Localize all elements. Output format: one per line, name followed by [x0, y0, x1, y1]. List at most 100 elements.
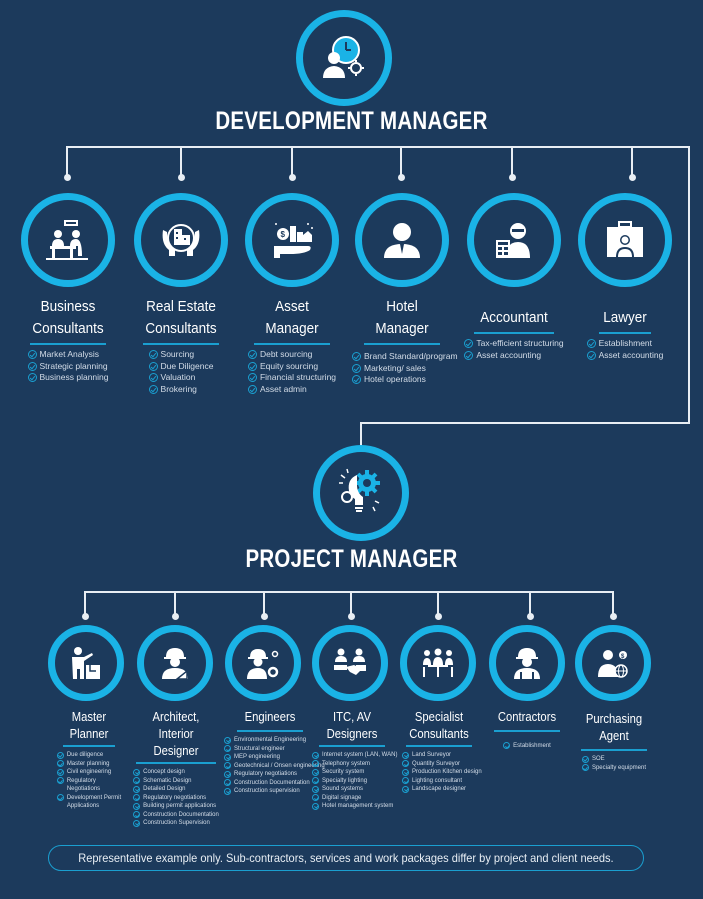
architect-interior-designer: Architect, Interior Designer Concept des…: [130, 709, 222, 832]
puzzle-worker-icon: [72, 647, 100, 679]
check-circle-icon: [402, 777, 409, 784]
check-circle-icon: [148, 361, 158, 371]
check-circle-icon: [312, 760, 319, 767]
check-circle-icon: [402, 785, 409, 793]
service-item: Specialty lighting: [312, 777, 397, 786]
check-circle-icon: [312, 794, 319, 801]
check-circle-icon: [402, 751, 409, 759]
role-title: Architect,: [152, 710, 200, 724]
role-title: Manager: [375, 320, 429, 337]
check-circle-icon: [148, 373, 158, 382]
role-title: Asset: [275, 298, 309, 315]
development-manager-node: [296, 10, 392, 106]
lawyer-node: [578, 193, 672, 287]
service-item: Equity sourcing: [247, 361, 336, 373]
service-item: MEP engineering: [224, 753, 325, 762]
service-item: Construction Documentation: [133, 811, 219, 820]
role-title: Hotel: [386, 298, 418, 315]
check-circle-icon: [224, 787, 231, 795]
service-item: Construction Supervision: [133, 819, 219, 828]
check-circle-icon: [402, 768, 409, 776]
service-item: Structural engineer: [224, 745, 325, 754]
service-item: Asset admin: [247, 384, 336, 396]
service-item: Detailed Design: [133, 785, 219, 794]
asset-manager-node: $: [245, 193, 339, 287]
real-estate-consultants-node: [134, 193, 228, 287]
service-item: Quantity Surveyor: [402, 760, 482, 769]
check-circle-icon: [312, 777, 319, 784]
service-item: Strategic planning: [27, 361, 109, 373]
person-icon: [384, 223, 420, 258]
business-consultants: Business Consultants Market Analysis Str…: [18, 296, 118, 387]
check-circle-icon: [247, 373, 257, 382]
service-item: Sourcing: [148, 349, 214, 361]
service-item: Construction Documentation: [224, 779, 325, 788]
role-title: ITC, AV: [333, 710, 371, 724]
service-item: Hotel management system: [312, 802, 397, 811]
check-circle-icon: [581, 755, 589, 763]
role-title: Purchasing: [585, 712, 643, 726]
service-item: Asset accounting: [586, 350, 663, 362]
check-circle-icon: [56, 777, 64, 784]
role-title: Accountant: [480, 309, 548, 326]
business-consultants-node: [21, 193, 115, 287]
service-item: Valuation: [148, 372, 214, 384]
specialist-consultants: Specialist Consultants Land Surveyor Qua…: [402, 709, 482, 798]
check-circle-icon: [312, 785, 319, 793]
role-title: Lawyer: [603, 309, 647, 326]
check-circle-icon: [224, 753, 231, 761]
role-title: Manager: [265, 320, 319, 337]
accountant: Accountant Tax-efficient structuring Ass…: [464, 307, 564, 365]
service-item: Telephony system: [312, 760, 397, 769]
service-item: Establishment: [503, 742, 551, 751]
service-item: Internet system (LAN, WAN): [312, 751, 397, 760]
check-circle-icon: [56, 768, 64, 776]
check-circle-icon: [586, 339, 596, 348]
role-title: Engineers: [244, 710, 296, 724]
service-item: Master planning: [56, 760, 121, 769]
check-circle-icon: [224, 745, 231, 752]
handshake-people-icon: [334, 648, 366, 675]
role-title: Consultants: [32, 320, 104, 337]
service-item: Market Analysis: [27, 349, 109, 361]
service-item: Hotel operations: [352, 374, 458, 386]
service-item: Lighting consultant: [402, 777, 482, 786]
master-planner: Master Planner Due diligence Master plan…: [56, 709, 122, 811]
service-item: Sound systems: [312, 785, 397, 794]
service-item: Production Kitchen design: [402, 768, 482, 777]
check-circle-icon: [581, 764, 589, 771]
service-item: Security system: [312, 768, 397, 777]
check-circle-icon: [247, 350, 257, 359]
service-item: SOE: [581, 755, 646, 764]
check-circle-icon: [352, 352, 361, 361]
role-title: Specialist: [414, 710, 464, 724]
check-circle-icon: [312, 751, 319, 759]
service-item: Specialty equipment: [581, 764, 646, 773]
service-item: Construction supervision: [224, 787, 325, 796]
check-circle-icon: [352, 363, 361, 373]
check-circle-icon: [312, 768, 319, 776]
role-title: Consultants: [409, 727, 469, 741]
service-item: Regulatory negotiations: [133, 794, 219, 803]
engineers: Engineers Environmental Engineering Stru…: [224, 709, 325, 800]
svg-text:$: $: [281, 230, 286, 239]
hands-building-icon: [162, 224, 200, 256]
accountant-node: [467, 193, 561, 287]
meeting-table-icon: [46, 220, 88, 260]
footer-note: Representative example only. Sub-contrac…: [48, 845, 644, 871]
hotel-manager: Hotel Manager Brand Standard/program Mar…: [352, 296, 458, 389]
hotel-manager-node: [355, 193, 449, 287]
check-circle-icon: [133, 777, 141, 784]
service-item: Brokering: [148, 384, 214, 396]
manager-clock-gear-icon: [323, 36, 364, 78]
service-item: Marketing/ sales: [352, 363, 458, 375]
role-title: Contractors: [497, 710, 557, 724]
architect-hardhat-icon: [162, 648, 188, 680]
service-item: Civil engineering: [56, 768, 121, 777]
service-item: Development Permit Applications: [56, 794, 121, 811]
check-circle-icon: [402, 760, 409, 767]
check-circle-icon: [148, 384, 158, 394]
service-item: Schematic Design: [133, 777, 219, 786]
lightbulb-gears-icon: [339, 468, 380, 512]
check-circle-icon: [133, 785, 141, 793]
